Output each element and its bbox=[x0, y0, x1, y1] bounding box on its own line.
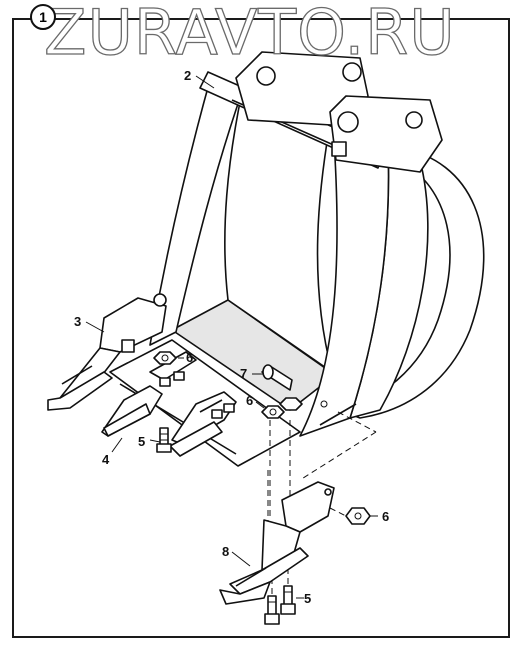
nut-middle bbox=[261, 405, 285, 419]
callout-6-upper: 6 bbox=[186, 350, 193, 365]
bolt-7 bbox=[261, 364, 293, 391]
callout-2: 2 bbox=[184, 68, 191, 83]
callout-5-upper: 5 bbox=[138, 434, 145, 449]
bucket-body bbox=[109, 51, 485, 467]
tooth-group-attached bbox=[101, 351, 237, 457]
side-adapter-exploded bbox=[219, 481, 335, 605]
callout-6-middle: 6 bbox=[246, 393, 253, 408]
side-adapter-left bbox=[47, 293, 167, 411]
callouts: 2 3 4 5 5 6 6 6 7 8 bbox=[74, 68, 389, 606]
leader-lines bbox=[85, 75, 378, 599]
watermark: ZURAVTO.RU bbox=[43, 0, 456, 70]
callout-6-right: 6 bbox=[382, 509, 389, 524]
callout-5-lower: 5 bbox=[304, 591, 311, 606]
figure-number-badge: 1 bbox=[30, 4, 56, 30]
callout-3: 3 bbox=[74, 314, 81, 329]
bolt-5-upper bbox=[156, 427, 172, 453]
callout-4: 4 bbox=[102, 452, 110, 467]
diagram-frame bbox=[12, 18, 510, 638]
nut-upper bbox=[153, 351, 177, 365]
bolt-5-lower bbox=[264, 585, 296, 625]
callout-7: 7 bbox=[240, 366, 247, 381]
callout-8: 8 bbox=[222, 544, 229, 559]
